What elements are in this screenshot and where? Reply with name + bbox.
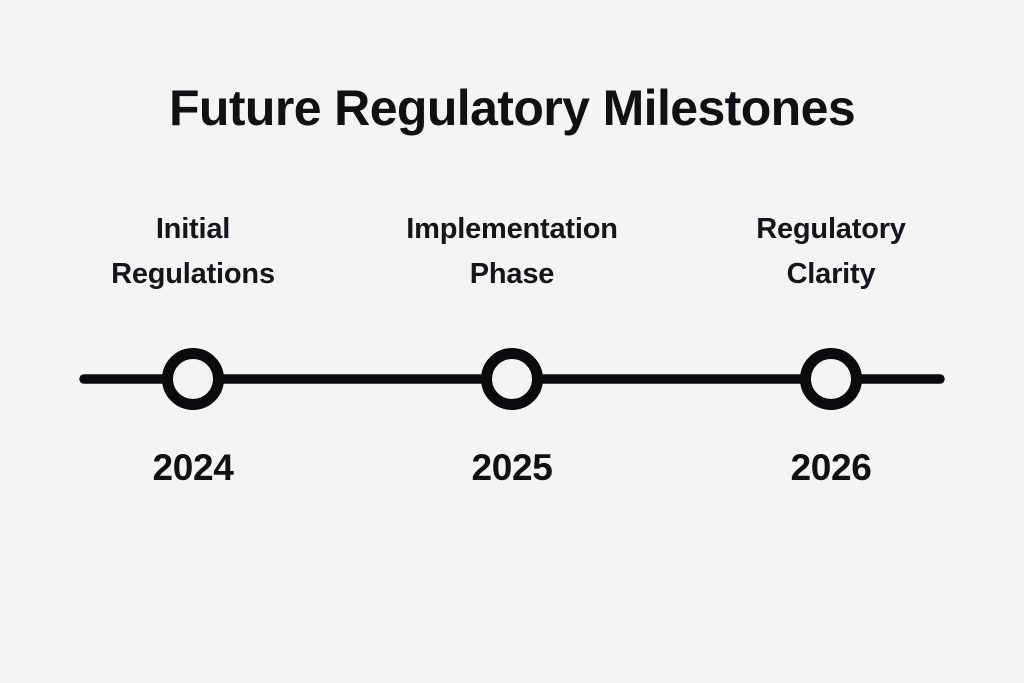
milestone-year-2024: 2024	[152, 447, 234, 488]
milestone-label-line1: Implementation	[406, 213, 618, 245]
timeline-milestone-2025[interactable]: Implementation Phase 2025	[362, 0, 662, 683]
milestone-label-2026: Regulatory Clarity	[681, 207, 981, 297]
milestone-label-line2: Regulations	[111, 258, 275, 290]
milestone-node-circle-icon[interactable]	[481, 348, 543, 410]
milestone-year-2025: 2025	[471, 447, 553, 488]
milestone-year-2026: 2026	[790, 447, 872, 488]
milestone-label-2024: Initial Regulations	[43, 207, 343, 297]
milestone-label-line1: Regulatory	[756, 213, 906, 245]
milestone-label-2025: Implementation Phase	[362, 207, 662, 297]
timeline-milestone-2026[interactable]: Regulatory Clarity 2026	[681, 0, 981, 683]
milestone-node-circle-icon[interactable]	[162, 348, 224, 410]
timeline-milestone-2024[interactable]: Initial Regulations 2024	[43, 0, 343, 683]
milestone-label-line2: Clarity	[786, 258, 876, 290]
milestone-node-circle-icon[interactable]	[800, 348, 862, 410]
milestone-label-line1: Initial	[155, 213, 231, 245]
milestone-label-line2: Phase	[469, 258, 555, 290]
page-title: Future Regulatory Milestones	[168, 80, 856, 136]
